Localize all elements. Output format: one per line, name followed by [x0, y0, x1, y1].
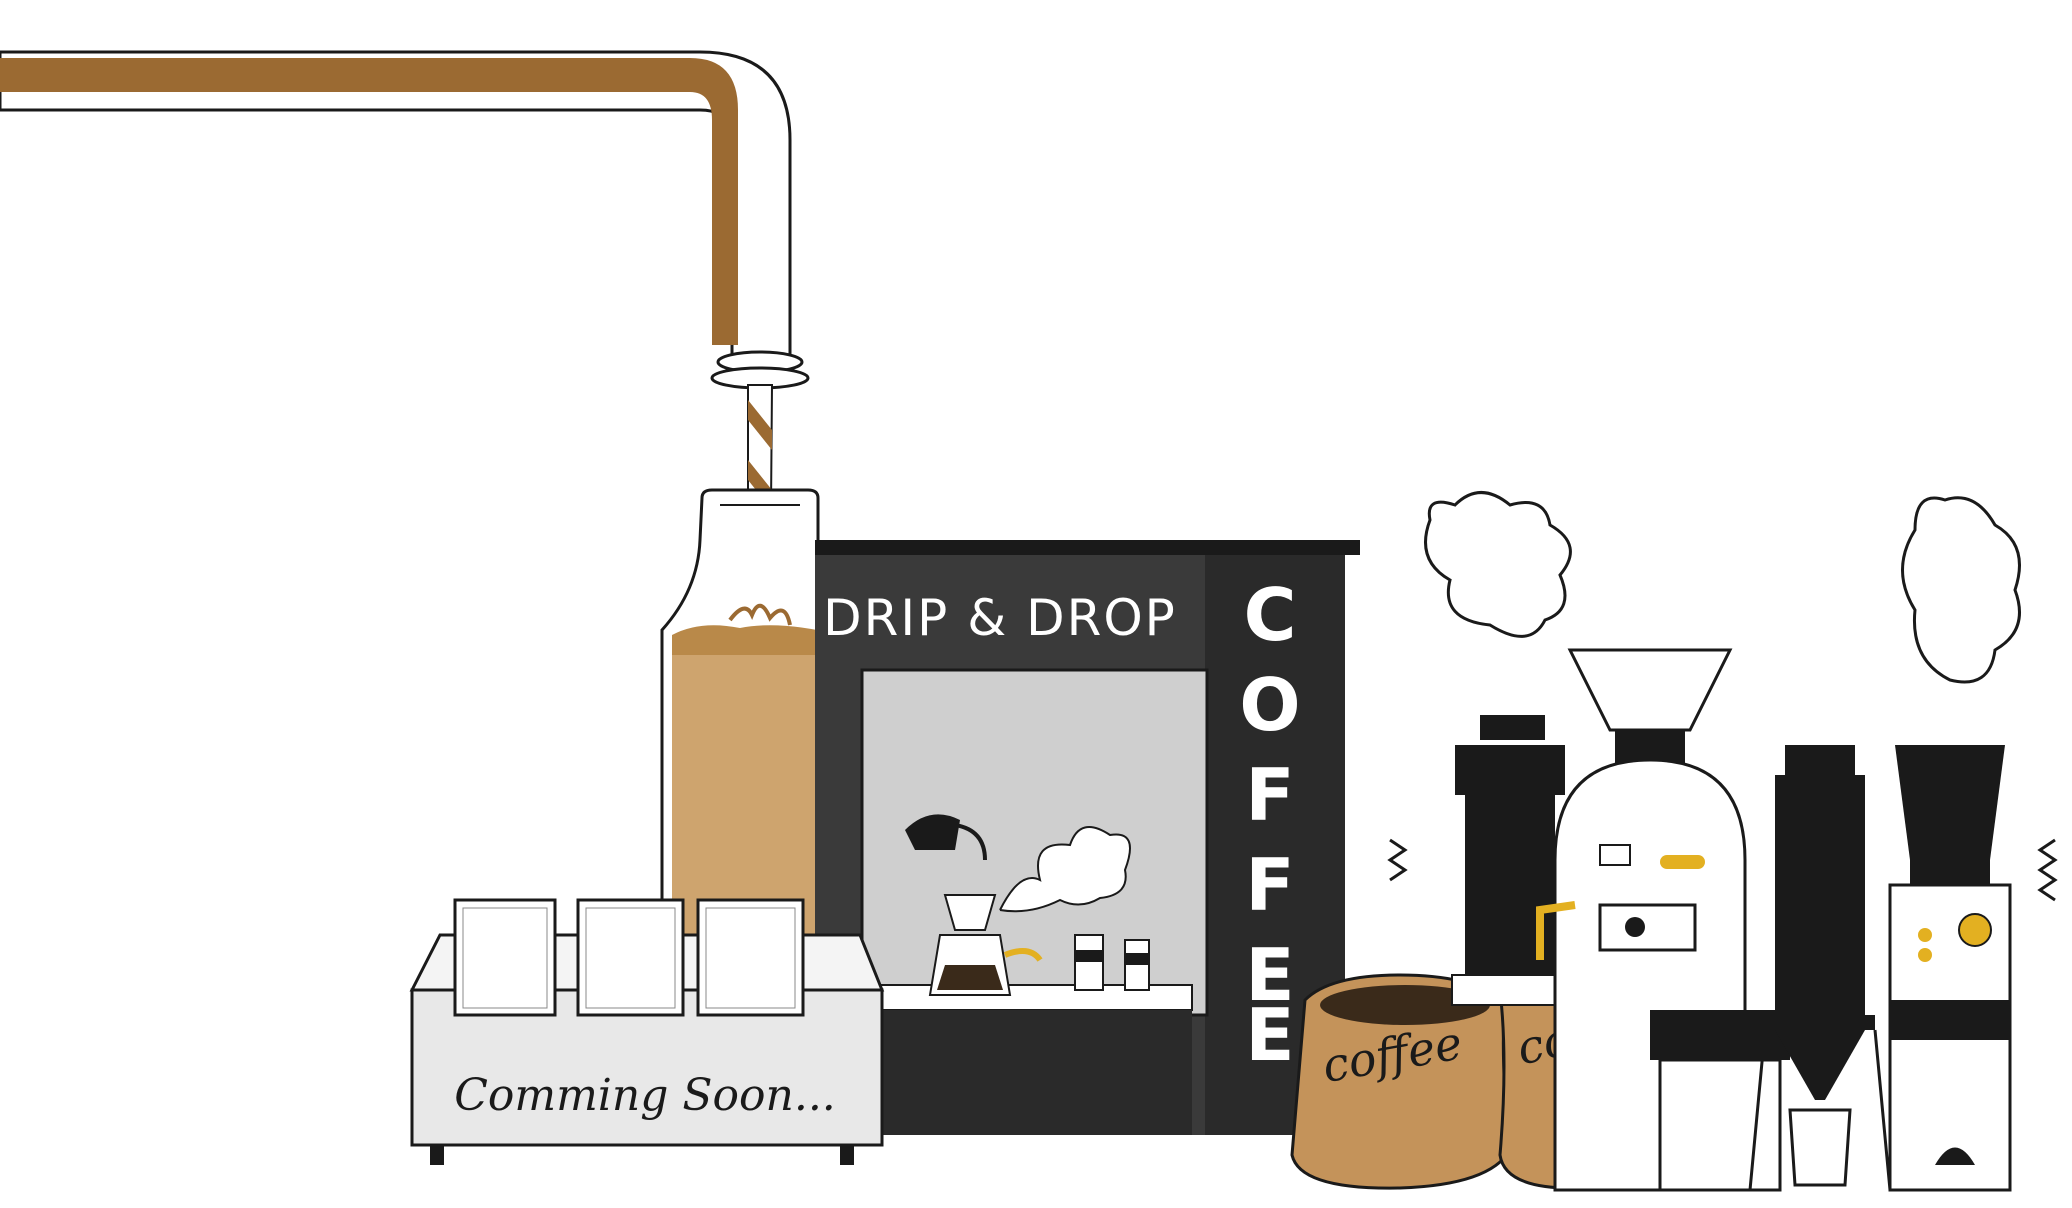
coffee-sack: coffee: [1290, 973, 1512, 1190]
grinder-machine: [1387, 491, 1572, 1006]
vertical-coffee-sign: C O F F E E: [1239, 573, 1300, 1077]
coffee-letter: E: [1245, 993, 1294, 1077]
espresso-machine: [1888, 496, 2058, 1192]
coffee-letter: E: [1245, 933, 1294, 1017]
menu-boards: [453, 898, 805, 1017]
drip-station: [905, 814, 1150, 996]
shop-name-sign: DRIP & DROP: [823, 589, 1177, 647]
siphon-brewer: [1748, 745, 1892, 1191]
coffee-letter: O: [1239, 663, 1300, 747]
coffee-letter: C: [1244, 573, 1297, 657]
milk-bottle: [660, 488, 850, 970]
roaster-machine: [1536, 648, 1790, 1192]
coffee-letter: F: [1245, 753, 1294, 837]
coffee-letter: F: [1245, 843, 1294, 927]
pouring-pipe: [0, 50, 810, 390]
coming-soon-sign: Comming Soon...: [454, 1070, 836, 1121]
